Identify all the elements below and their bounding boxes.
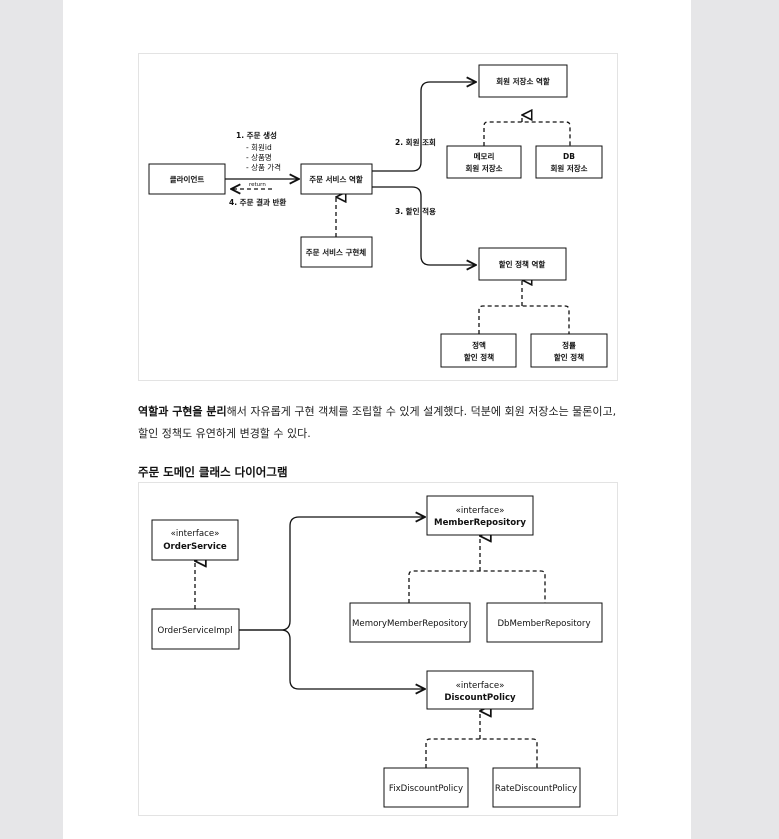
- db-repo-box: [535, 145, 603, 179]
- memory-repo-box: [446, 145, 522, 179]
- rate-discount-box: [530, 333, 608, 368]
- db-member-repository-label: DbMemberRepository: [497, 619, 590, 629]
- body-paragraph: 역할과 구현을 분리해서 자유롭게 구현 객체를 조립할 수 있게 설계했다. …: [138, 401, 618, 445]
- order-service-box: [151, 519, 239, 561]
- order-service-stereotype: «interface»: [171, 529, 220, 539]
- impl-to-member-repo-arrow: [239, 517, 425, 631]
- document-page: 클라이언트 주문 서비스 역할 주문 서비스 구현체 회원 저장소 역할 메모리…: [63, 0, 691, 839]
- step3-label: 3. 할인 적용: [395, 206, 436, 216]
- order-service-impl-box: [300, 236, 373, 268]
- rate-discount-policy-box: [492, 767, 581, 808]
- rate-discount-policy-label: RateDiscountPolicy: [495, 784, 577, 794]
- memory-member-repository-box: [349, 602, 471, 643]
- order-class-diagram: «interface» OrderService OrderServiceImp…: [138, 482, 618, 816]
- member-repository-stereotype: «interface»: [456, 506, 505, 516]
- db-member-repository-box: [486, 602, 603, 643]
- fixed-discount-line2: 할인 정책: [464, 352, 494, 362]
- step4-label: 4. 주문 결과 반환: [229, 197, 286, 207]
- step2-label: 2. 회원 조회: [395, 137, 436, 147]
- discount-realization-lines: [478, 305, 570, 334]
- member-repo-role-box: [478, 64, 568, 98]
- fix-discount-policy-label: FixDiscountPolicy: [389, 784, 463, 794]
- discount-role-box: [478, 247, 567, 281]
- order-service-impl-label: OrderServiceImpl: [158, 626, 233, 636]
- fixed-discount-line1: 정액: [472, 340, 486, 350]
- memory-repo-line2: 회원 저장소: [465, 163, 502, 173]
- order-service-role-box: [300, 163, 373, 195]
- paragraph-text-1: 해서 자유롭게 구현 객체를 조립할 수 있게 설계했다. 덕분에 회원 저장소…: [226, 405, 617, 418]
- step1-label: 1. 주문 생성: [236, 130, 277, 140]
- discount-realization-lines: [425, 738, 538, 768]
- step1-item-product-name: - 상품명: [246, 152, 272, 162]
- order-service-label: OrderService: [163, 542, 227, 552]
- member-repo-realization-lines: [408, 570, 546, 603]
- order-service-role-label: 주문 서비스 역할: [309, 174, 363, 184]
- section-heading: 주문 도메인 클래스 다이어그램: [138, 465, 288, 479]
- return-label: return: [249, 182, 266, 188]
- order-role-diagram-svg: 클라이언트 주문 서비스 역할 주문 서비스 구현체 회원 저장소 역할 메모리…: [148, 64, 608, 368]
- member-repo-realization-lines: [483, 121, 571, 146]
- rate-discount-line1: 정률: [562, 340, 576, 350]
- order-role-diagram: 클라이언트 주문 서비스 역할 주문 서비스 구현체 회원 저장소 역할 메모리…: [138, 53, 618, 381]
- client-box: [148, 163, 226, 195]
- member-lookup-arrow: [372, 82, 476, 172]
- step1-item-product-price: - 상품 가격: [246, 162, 281, 172]
- member-repo-role-label: 회원 저장소 역할: [496, 76, 550, 86]
- member-repository-label: MemberRepository: [434, 518, 526, 528]
- discount-policy-stereotype: «interface»: [456, 681, 505, 691]
- db-repo-line2: 회원 저장소: [550, 163, 587, 173]
- memory-member-repository-label: MemoryMemberRepository: [352, 619, 468, 629]
- rate-discount-line2: 할인 정책: [554, 352, 584, 362]
- order-service-impl-box: [151, 608, 240, 650]
- client-label: 클라이언트: [170, 174, 205, 184]
- memory-repo-line1: 메모리: [474, 151, 495, 161]
- order-class-diagram-svg: «interface» OrderService OrderServiceImp…: [151, 495, 603, 808]
- paragraph-text-2: 할인 정책도 유연하게 변경할 수 있다.: [138, 427, 311, 440]
- db-repo-line1: DB: [563, 152, 575, 161]
- discount-role-label: 할인 정책 역할: [499, 259, 546, 269]
- fix-discount-policy-box: [383, 767, 469, 808]
- order-service-impl-label: 주문 서비스 구현체: [306, 247, 367, 257]
- paragraph-emphasis: 역할과 구현을 분리: [138, 405, 227, 418]
- apply-discount-arrow: [372, 186, 476, 265]
- impl-to-discount-arrow: [239, 629, 425, 689]
- discount-policy-label: DiscountPolicy: [444, 693, 516, 703]
- step1-item-member-id: - 회원id: [246, 143, 272, 152]
- member-repository-box: [426, 495, 534, 536]
- fixed-discount-box: [440, 333, 517, 368]
- discount-policy-box: [426, 670, 534, 710]
